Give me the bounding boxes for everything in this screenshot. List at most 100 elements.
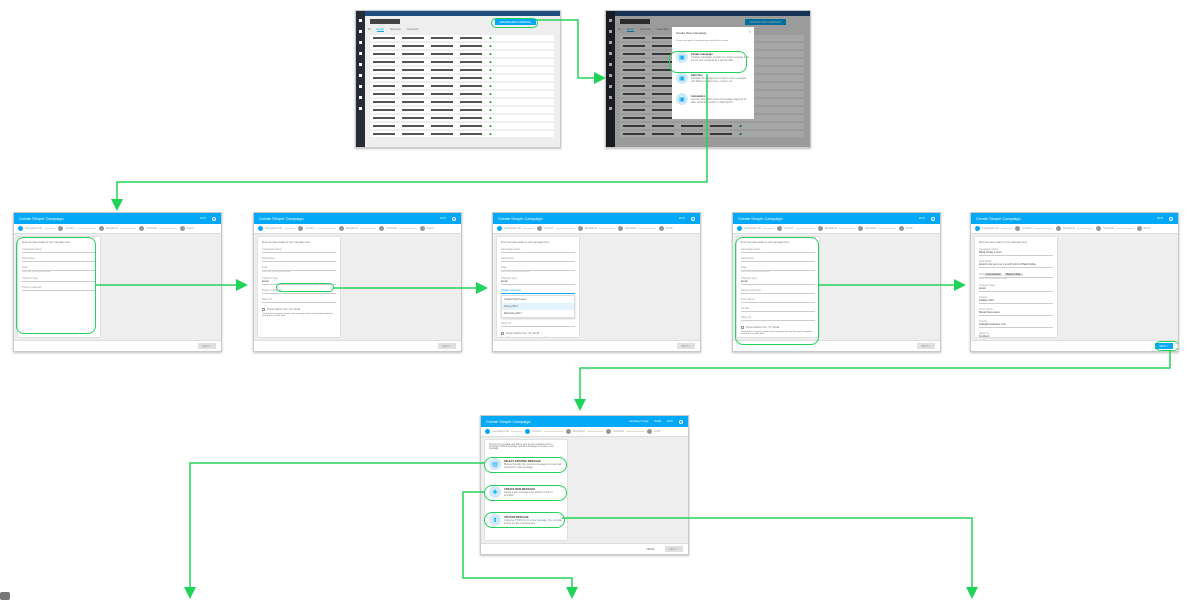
step-content[interactable]: Content: [777, 226, 815, 231]
step-campaign-info[interactable]: Campaign Info: [737, 226, 775, 231]
step-schedule[interactable]: Schedule: [858, 226, 896, 231]
step-campaign-info[interactable]: Campaign Info: [485, 429, 523, 434]
step-content[interactable]: Content: [525, 429, 563, 434]
table-row[interactable]: [370, 74, 554, 81]
sidebar-icon[interactable]: [609, 107, 612, 110]
exit-button[interactable]: EXIT: [679, 217, 685, 220]
step-content[interactable]: Content: [58, 226, 96, 231]
next-button[interactable]: NEXT ›: [676, 343, 695, 349]
table-row[interactable]: [370, 114, 554, 121]
table-row[interactable]: [370, 82, 554, 89]
from-name-field[interactable]: From Name: [741, 298, 815, 303]
modal-close-button[interactable]: ×: [748, 29, 751, 34]
project-select[interactable]: Project (optional): [741, 289, 815, 294]
step-schedule[interactable]: Schedule: [379, 226, 417, 231]
description-field[interactable]: Description: [501, 257, 575, 262]
step-finish[interactable]: Finish: [179, 226, 217, 231]
exit-button[interactable]: EXIT: [667, 420, 673, 423]
step-finish[interactable]: Finish: [1136, 226, 1174, 231]
step-recipients[interactable]: Recipients: [565, 429, 604, 434]
step-campaign-info[interactable]: Campaign Info: [258, 226, 296, 231]
save-button[interactable]: SAVE: [654, 420, 662, 423]
reply-to-select[interactable]: Reply To: [501, 322, 575, 327]
exit-button[interactable]: EXIT: [919, 217, 925, 220]
table-row[interactable]: [370, 66, 554, 73]
checkbox[interactable]: [501, 331, 504, 335]
create-campaign-button[interactable]: CREATE NEW CAMPAIGN: [744, 19, 786, 25]
sidebar-icon[interactable]: [359, 74, 362, 77]
table-row[interactable]: [370, 98, 554, 105]
checkbox[interactable]: [262, 307, 265, 311]
exit-button[interactable]: EXIT: [200, 217, 206, 220]
step-recipients[interactable]: Recipients: [1055, 226, 1094, 231]
tab-simple[interactable]: Simple: [376, 28, 384, 32]
sidebar-icon[interactable]: [609, 52, 612, 55]
campaign-name-field[interactable]: Campaign Name: [501, 248, 575, 253]
description-field[interactable]: Description: [741, 257, 815, 262]
table-row[interactable]: [370, 106, 554, 113]
sidebar-icon[interactable]: [359, 30, 362, 33]
exit-button[interactable]: EXIT: [440, 217, 446, 220]
campaign-name-field[interactable]: Campaign Name: [262, 248, 336, 253]
back-button[interactable]: ‹ BACK: [645, 547, 655, 551]
personalize-checkbox[interactable]: Personalize the 'To' Field: [741, 325, 815, 329]
tab-simple[interactable]: Simple: [626, 28, 634, 32]
step-campaign-info[interactable]: Campaign Info: [975, 226, 1013, 231]
step-recipients[interactable]: Recipients: [338, 226, 377, 231]
step-campaign-info[interactable]: Campaign Info: [18, 226, 56, 231]
step-campaign-info[interactable]: Campaign Info: [497, 226, 535, 231]
sidebar-icon[interactable]: [609, 30, 612, 33]
next-button[interactable]: NEXT ›: [664, 546, 683, 552]
sidebar-icon[interactable]: [609, 19, 612, 22]
tab-split-tests[interactable]: Split Tests: [639, 28, 651, 31]
project-select[interactable]: Project (optional): [262, 289, 336, 294]
next-button[interactable]: NEXT ›: [916, 343, 935, 349]
sidebar-icon[interactable]: [359, 85, 362, 88]
sidebar-icon[interactable]: [359, 107, 362, 110]
sidebar-icon[interactable]: [359, 63, 362, 66]
sender-field[interactable]: Sender: [741, 307, 815, 312]
sidebar-icon[interactable]: [609, 85, 612, 88]
step-content[interactable]: Content: [537, 226, 575, 231]
settings-icon[interactable]: [452, 216, 456, 221]
project-select[interactable]: Project (optional): [501, 289, 575, 294]
step-finish[interactable]: Finish: [419, 226, 457, 231]
step-recipients[interactable]: Recipients: [577, 226, 616, 231]
create-campaign-button[interactable]: CREATE NEW CAMPAIGN: [494, 19, 536, 25]
tags-field[interactable]: Tags: [501, 266, 575, 271]
step-schedule[interactable]: Schedule: [606, 429, 644, 434]
settings-icon[interactable]: [931, 216, 935, 221]
tag-chip[interactable]: Black Friday: [1004, 273, 1023, 276]
exit-button[interactable]: EXIT: [1157, 217, 1163, 220]
sidebar-icon[interactable]: [609, 63, 612, 66]
table-row[interactable]: [370, 90, 554, 97]
step-finish[interactable]: Finish: [898, 226, 936, 231]
step-schedule[interactable]: Schedule: [139, 226, 177, 231]
step-schedule[interactable]: Schedule: [618, 226, 656, 231]
settings-icon[interactable]: [679, 419, 683, 424]
settings-icon[interactable]: [212, 216, 216, 221]
step-recipients[interactable]: Recipients: [98, 226, 137, 231]
project-option[interactable]: Spring 2017: [502, 303, 574, 310]
tab-all[interactable]: All: [618, 28, 621, 31]
project-option[interactable]: Marketing 2017: [504, 312, 522, 315]
tag-chip[interactable]: Promotional: [984, 273, 1003, 276]
table-row[interactable]: [620, 122, 804, 129]
tab-all[interactable]: All: [368, 28, 371, 31]
table-row[interactable]: [370, 42, 554, 49]
tab-split-tests[interactable]: Split Tests: [389, 28, 401, 31]
table-row[interactable]: [370, 50, 554, 57]
tags-field[interactable]: Tags: [262, 266, 336, 271]
table-row[interactable]: [370, 58, 554, 65]
step-recipients[interactable]: Recipients: [817, 226, 856, 231]
